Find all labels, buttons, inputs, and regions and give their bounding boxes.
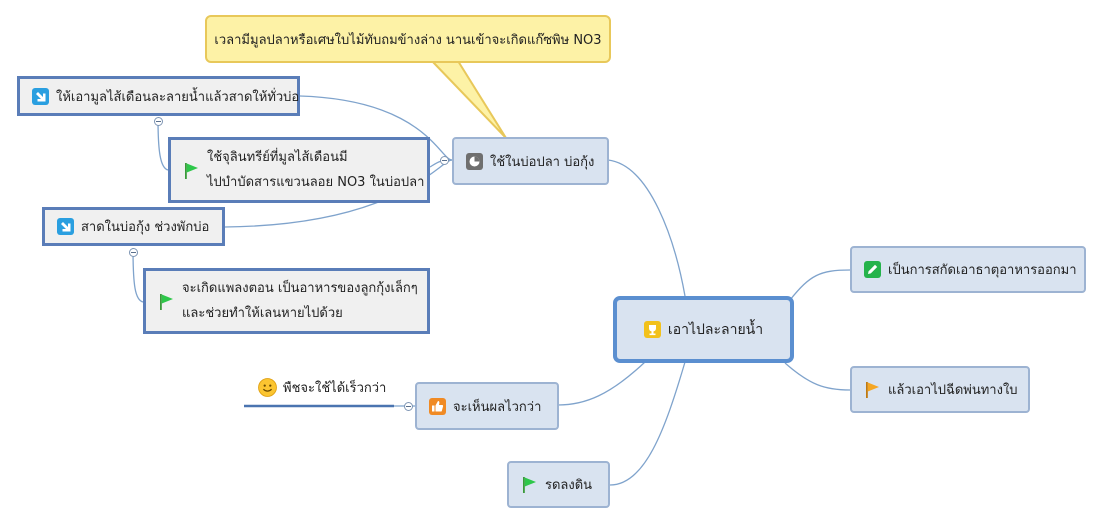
floating-topic[interactable]: พืชจะใช้ได้เร็วกว่า: [258, 376, 386, 398]
connector-central-spray: [784, 362, 851, 391]
topic-extract-label: เป็นการสกัดเอาธาตุอาหารออกมา: [888, 263, 1077, 278]
topic-faster[interactable]: จะเห็นผลไวกว่า: [415, 382, 559, 430]
arrow-down-right-icon: [32, 87, 49, 105]
green-flag-icon: [523, 477, 536, 493]
collapse-toggle-shrimp[interactable]: [129, 248, 138, 257]
subtopic-microbes-line-1: ใช้จุลินทรีย์ที่มูลไส้เดือนมี: [207, 149, 348, 165]
trophy-icon: [643, 321, 661, 338]
topic-extract[interactable]: เป็นการสกัดเอาธาตุอาหารออกมา: [850, 246, 1086, 293]
orange-flag-icon: [866, 382, 879, 398]
central-topic-label: เอาไปละลายน้ำ: [667, 321, 764, 338]
topic-spray[interactable]: แล้วเอาไปฉีดพ่นทางใบ: [850, 366, 1030, 413]
pie-chart-icon: [466, 152, 483, 170]
floating-topic-label: พืชจะใช้ได้เร็วกว่า: [283, 380, 387, 396]
green-flag-icon: [160, 293, 173, 310]
collapse-toggle-faster[interactable]: [404, 402, 413, 411]
subtopic-shrimp-label: สาดในบ่อกุ้ง ช่วงพักบ่อ: [81, 220, 210, 235]
collapse-toggle-earthworm[interactable]: [154, 117, 163, 126]
connector-central-extract: [789, 269, 851, 301]
central-topic[interactable]: เอาไปละลายน้ำ: [613, 296, 794, 363]
connector-central-soil: [609, 361, 686, 486]
topic-soil-label: รดลงดิน: [545, 478, 593, 493]
topic-faster-label: จะเห็นผลไวกว่า: [453, 399, 542, 415]
connector-central-pond: [607, 159, 686, 297]
subtopic-earthworm-label: ให้เอามูลไส้เดือนละลายน้ำแล้วสาดให้ทั่วบ…: [56, 89, 300, 105]
subtopic-microbes-line-2: ไปบำบัดสารแขวนลอย NO3 ในบ่อปลา: [207, 174, 425, 190]
green-flag-icon: [185, 162, 198, 179]
connector-central-faster: [557, 361, 646, 406]
topic-spray-label: แล้วเอาไปฉีดพ่นทางใบ: [888, 383, 1018, 398]
subtopic-microbes[interactable]: ใช้จุลินทรีย์ที่มูลไส้เดือนมี ไปบำบัดสาร…: [168, 137, 430, 203]
collapse-toggle-pond[interactable]: [440, 156, 449, 165]
subtopic-plankton-line-2: และช่วยทำให้เลนหายไปด้วย: [182, 305, 343, 321]
subtopic-earthworm[interactable]: ให้เอามูลไส้เดือนละลายน้ำแล้วสาดให้ทั่วบ…: [17, 76, 300, 116]
pencil-icon: [864, 261, 881, 278]
thumbs-up-icon: [429, 397, 446, 415]
subtopic-plankton-line-1: จะเกิดแพลงตอน เป็นอาหารของลูกกุ้งเล็กๆ: [182, 280, 418, 296]
callout-note[interactable]: เวลามีมูลปลาหรือเศษใบไม้ทับถมข้างล่าง นา…: [205, 15, 611, 63]
subtopic-shrimp[interactable]: สาดในบ่อกุ้ง ช่วงพักบ่อ: [42, 207, 225, 246]
connector-pond-microbes: [429, 159, 453, 168]
topic-pond-label: ใช้ในบ่อปลา บ่อกุ้ง: [490, 154, 595, 170]
subtopic-plankton[interactable]: จะเกิดแพลงตอน เป็นอาหารของลูกกุ้งเล็กๆ แ…: [143, 268, 430, 334]
callout-text: เวลามีมูลปลาหรือเศษใบไม้ทับถมข้างล่าง นา…: [214, 32, 602, 48]
topic-soil[interactable]: รดลงดิน: [507, 461, 610, 508]
topic-pond[interactable]: ใช้ในบ่อปลา บ่อกุ้ง: [452, 137, 609, 185]
smiley-icon: [258, 377, 277, 397]
arrow-down-right-icon: [57, 218, 74, 235]
